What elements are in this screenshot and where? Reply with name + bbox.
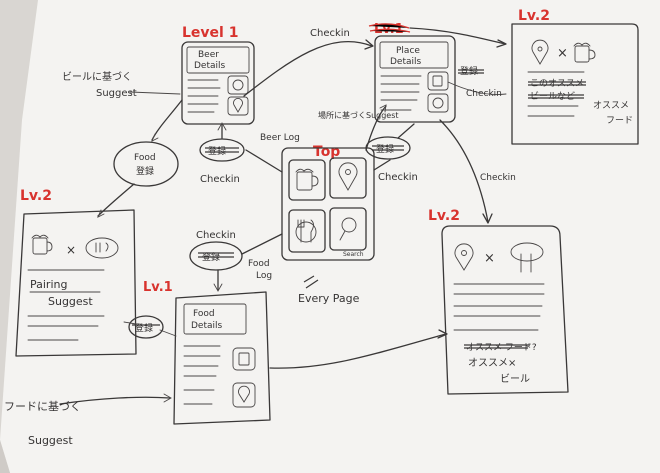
place-details-food-button[interactable] [427, 93, 449, 113]
checkin-place-label: Checkin [378, 172, 418, 183]
top-tile-place[interactable] [329, 157, 367, 199]
every-page-label: Every Page [298, 292, 360, 305]
bubble-pairing-register: 登録 [128, 315, 164, 339]
place-recommend-food-screen: Lv.2 × このオススメ ビールなど オススメ フード [511, 8, 639, 145]
top-tile-search[interactable] [329, 207, 367, 251]
map-pin-icon [454, 243, 474, 271]
food-register-line-1: Food [134, 153, 156, 163]
map-pin-icon [531, 39, 549, 65]
bubble-register-food: 登録 [189, 241, 243, 271]
food-details-beer-button[interactable] [232, 347, 256, 371]
beer-log-label: Beer Log [260, 133, 300, 143]
checkin-right-label: Checkin [466, 89, 502, 99]
food-log-label-1: Food [248, 259, 270, 269]
beer-mug-icon [573, 42, 596, 63]
fork-knife-icon [510, 242, 544, 273]
beer-mug-icon [295, 168, 319, 191]
beer-suggest-label-1: ビールに基づく [62, 70, 132, 83]
beer-mug-icon [238, 352, 250, 366]
place-details-title-1: Place [396, 46, 420, 56]
place-recommend-beer-caption-1: オススメ× [468, 357, 516, 369]
place-recommend-beer-screen: Lv.2 × オススメ フード? オススメ× ビール [428, 208, 569, 395]
food-details-title-2: Details [191, 321, 223, 331]
beer-suggest-label-2: Suggest [96, 88, 137, 99]
fork-knife-icon [295, 219, 317, 243]
checkin-food-label: Checkin [196, 230, 236, 241]
pairing-suggest-cross: × [66, 243, 76, 257]
beer-details-level-label: Level 1 [182, 25, 238, 41]
bubble-food-register: Food 登録 [113, 141, 179, 187]
pairing-suggest-title-1: Pairing [30, 278, 67, 291]
place-details-beer-button[interactable] [427, 71, 449, 91]
pairing-suggest-level-label: Lv.2 [20, 188, 52, 204]
food-details-header-box [183, 303, 247, 335]
paper-shadow [0, 440, 10, 473]
food-details-level-label: Lv.1 [143, 280, 173, 295]
food-details-place-button[interactable] [232, 382, 256, 408]
place-recommend-food-struck-1: このオススメ [530, 78, 584, 89]
beer-mug-icon [31, 234, 53, 255]
checkin-top-label: Checkin [310, 28, 350, 39]
map-pin-icon [338, 162, 358, 191]
food-suggest-label-2: Suggest [28, 434, 73, 447]
place-recommend-food-struck-2: ビールなど [530, 91, 575, 102]
beer-details-pairing-button[interactable] [227, 75, 249, 95]
place-details-header-box [379, 41, 449, 69]
register-struck-top: 登録 [376, 143, 394, 155]
beer-details-place-button[interactable] [227, 96, 249, 116]
top-screen: Top Search [281, 144, 375, 261]
food-details-title-1: Food [193, 309, 215, 319]
fork-knife-icon [85, 237, 119, 259]
beer-details-title-2: Details [194, 61, 226, 71]
place-details-title-2: Details [390, 57, 422, 67]
top-tile-food[interactable] [288, 209, 326, 253]
register-struck-place: 登録 [460, 65, 478, 77]
pairing-suggest-title-2: Suggest [48, 295, 93, 308]
every-page-scribble [303, 275, 319, 289]
place-recommend-food-caption-1: オススメ [593, 100, 629, 111]
place-recommend-food-level-label: Lv.2 [518, 8, 550, 24]
pairing-register: 登録 [135, 322, 153, 334]
map-pin-icon [238, 385, 250, 403]
beer-details-screen: Level 1 Beer Details [181, 25, 255, 125]
connectors [59, 27, 507, 405]
checkin-lower-right-label: Checkin [480, 173, 516, 183]
place-recommend-beer-level-label: Lv.2 [428, 208, 460, 224]
food-log-label-2: Log [256, 271, 272, 281]
fork-knife-icon [432, 97, 444, 109]
pairing-suggest-screen: Lv.2 × Pairing Suggest [15, 188, 137, 357]
food-suggest-label-1: フードに基づく [4, 400, 81, 413]
fork-knife-icon [232, 79, 244, 91]
food-register-line-2: 登録 [136, 165, 154, 177]
map-pin-icon [233, 98, 243, 113]
search-icon [339, 217, 357, 241]
beer-mug-icon [432, 75, 443, 87]
bubble-register-beer: 登録 [199, 138, 245, 162]
top-tile-search-label: Search [343, 251, 364, 258]
place-recommend-food-caption-2: フード [606, 116, 633, 126]
food-details-screen: Lv.1 Food Details [143, 280, 271, 425]
top-tile-beer[interactable] [288, 159, 326, 201]
place-recommend-beer-caption-2: ビール [500, 373, 530, 385]
place-recommend-beer-cross: × [484, 251, 495, 266]
register-struck-beer: 登録 [208, 145, 226, 157]
beer-details-header-box [186, 46, 250, 74]
place-suggest-label: 場所に基づくSuggest [318, 110, 399, 120]
beer-details-title-1: Beer [198, 50, 219, 60]
place-details-screen: Lv.1 Place Details [368, 22, 456, 123]
checkin-beer-label: Checkin [200, 174, 240, 185]
place-recommend-food-cross: × [557, 46, 568, 61]
